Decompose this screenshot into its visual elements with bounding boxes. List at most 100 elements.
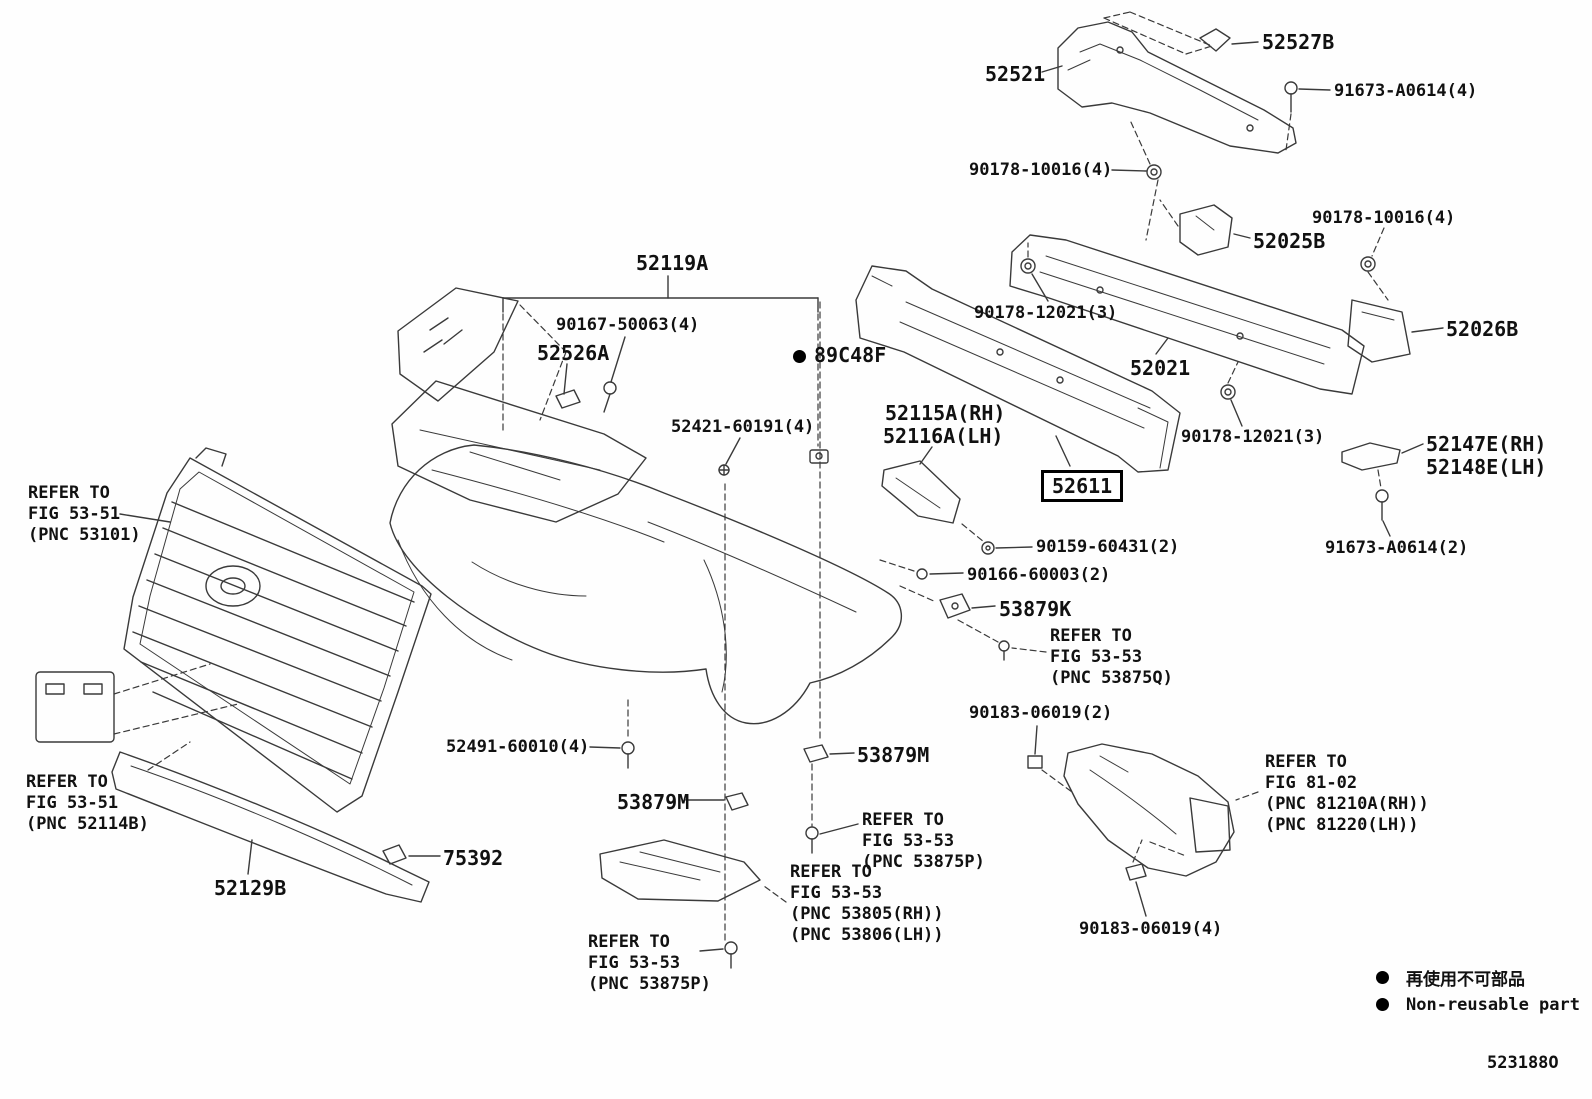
note-line: REFER TO [588,932,670,952]
legend: 再使用不可部品 Non-reusable part [1376,964,1580,1018]
note-line: FIG 53-53 [1050,647,1143,667]
part-label-90183-06019-4[interactable]: 90183-06019(4) [1079,919,1222,939]
note-line: FIG 53-51 [26,793,119,813]
part-label-53879K[interactable]: 53879K [999,597,1071,621]
part-label-52421-60191-4[interactable]: 52421-60191(4) [671,417,814,437]
note-line: FIG 53-51 [28,504,121,524]
part-number-text: 52526A [537,341,610,365]
part-number-text: 52025B [1253,229,1326,253]
part-label-90178-12021-3-a[interactable]: 90178-12021(3) [974,303,1117,323]
note-line: (PNC 52114B) [26,814,149,834]
non-reusable-dot-jp [1376,971,1389,984]
note-line: REFER TO [28,483,110,503]
note-line: FIG 81-02 [1265,773,1358,793]
part-label-52129B[interactable]: 52129B [214,876,286,900]
part-number-text: 90167-50063(4) [556,315,700,335]
part-label-52119A[interactable]: 52119A [636,251,708,275]
part-label-52115A-RH[interactable]: 52115A(RH) [885,401,1005,425]
legend-row-en: Non-reusable part [1376,991,1580,1018]
part-number-text: 89C48F [814,343,887,367]
note-line: (PNC 81220(LH)) [1265,815,1419,835]
part-number-text: 52021 [1130,356,1191,380]
part-number-text: 52527B [1262,30,1335,54]
note-line: REFER TO [862,810,944,830]
part-label-90167-50063-4[interactable]: 90167-50063(4) [556,315,699,335]
part-number-text: 90178-12021(3) [1181,427,1325,447]
legend-row-jp: 再使用不可部品 [1376,964,1580,991]
part-label-75392[interactable]: 75392 [443,846,503,870]
bumper-reinforcement-52611-drawing [855,265,1181,473]
drawing-number: 523188O [1487,1053,1559,1073]
note-line: FIG 53-53 [862,831,955,851]
part-number-text: 52611 [1052,474,1113,498]
part-label-90178-12021-3-b[interactable]: 90178-12021(3) [1181,427,1324,447]
bumper-cover-drawing [389,275,902,941]
part-label-52491-60010-4[interactable]: 52491-60010(4) [446,737,589,757]
part-label-89C48F[interactable]: 89C48F [793,343,886,367]
part-label-53879M-a[interactable]: 53879M [857,743,929,767]
part-number-text: 90178-12021(3) [974,303,1118,323]
part-number-text: 52521 [985,62,1046,86]
note-line: (PNC 53101) [28,525,141,545]
part-number-text: 90178-10016(4) [1312,208,1456,228]
headlamp-unit-drawing [1027,725,1259,917]
part-number-text: 52119A [636,251,709,275]
part-label-90183-06019-2[interactable]: 90183-06019(2) [969,703,1112,723]
under-cover-drawing [599,839,787,903]
lower-grille-strip-drawing [111,751,441,903]
note-line: REFER TO [790,862,872,882]
part-label-52148E-LH[interactable]: 52148E(LH) [1426,455,1546,479]
side-retainer-fasteners-drawing [879,446,1047,661]
part-label-53879M-b[interactable]: 53879M [617,790,689,814]
part-label-52527B[interactable]: 52527B [1262,30,1334,54]
part-number-text: 52115A(RH) [885,401,1006,425]
part-number-text: 52491-60010(4) [446,737,590,757]
non-reusable-dot-en [1376,998,1389,1011]
part-number-text: 75392 [443,846,504,870]
radiator-support-bracket-drawing [1041,11,1331,154]
part-label-90159-60431-2[interactable]: 90159-60431(2) [1036,537,1179,557]
part-label-52116A-LH[interactable]: 52116A(LH) [883,424,1003,448]
part-label-52147E-RH[interactable]: 52147E(RH) [1426,432,1546,456]
note-line: REFER TO [26,772,108,792]
part-number-text: 52116A(LH) [883,424,1004,448]
part-label-52026B[interactable]: 52026B [1446,317,1518,341]
part-number-text: 90159-60431(2) [1036,537,1180,557]
note-line: REFER TO [1265,752,1347,772]
part-label-90178-10016-4-a[interactable]: 90178-10016(4) [969,160,1112,180]
license-plate-bracket-drawing [35,663,239,771]
note-line: (PNC 53875Q) [1050,668,1173,688]
non-reusable-dot [793,350,806,363]
part-number-text: 90183-06019(2) [969,703,1113,723]
center-fasteners-drawing [555,336,859,969]
part-number-text: 91673-A0614(4) [1334,81,1478,101]
part-label-52526A[interactable]: 52526A [537,341,609,365]
part-label-52025B[interactable]: 52025B [1253,229,1325,253]
part-number-text: 52129B [214,876,287,900]
part-label-52521[interactable]: 52521 [985,62,1045,86]
part-label-90166-60003-2[interactable]: 90166-60003(2) [967,565,1110,585]
part-number-text: 52026B [1446,317,1519,341]
legend-text-en: Non-reusable part [1406,994,1580,1015]
part-number-text: 53879M [857,743,930,767]
part-number-text: 52148E(LH) [1426,455,1547,479]
part-label-91673-A0614-2[interactable]: 91673-A0614(2) [1325,538,1468,558]
part-number-text: 53879K [999,597,1072,621]
part-number-text: 90183-06019(4) [1079,919,1223,939]
note-line: (PNC 53875P) [862,852,985,872]
bumper-reinforcement-52021-drawing [1009,119,1444,537]
part-label-52611[interactable]: 52611 [1041,470,1124,502]
part-number-text: 52147E(RH) [1426,432,1547,456]
part-label-52021[interactable]: 52021 [1130,356,1190,380]
note-line: FIG 53-53 [588,953,681,973]
part-label-90178-10016-4-b[interactable]: 90178-10016(4) [1312,208,1455,228]
part-label-91673-A0614-4[interactable]: 91673-A0614(4) [1334,81,1477,101]
